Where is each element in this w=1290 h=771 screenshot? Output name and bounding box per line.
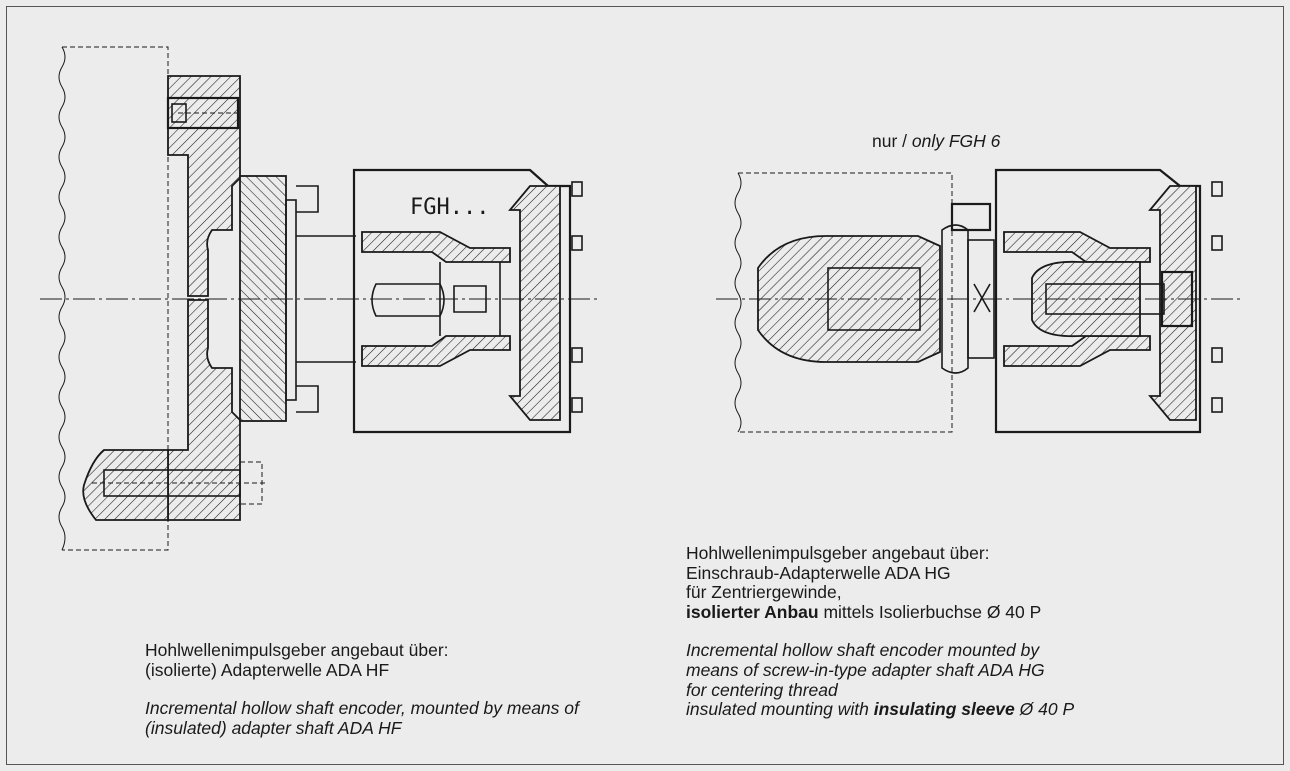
caption-right-en-2: means of screw-in-type adapter shaft ADA… <box>686 659 1045 680</box>
mounting-bolt-left <box>82 449 268 521</box>
adapter-shaft-left <box>296 235 356 363</box>
caption-right-de-1: Hohlwellenimpulsgeber angebaut über: <box>686 543 990 563</box>
caption-right-en-4: insulated mounting with insulating sleev… <box>686 699 1075 720</box>
right-assembly-view <box>716 168 1244 434</box>
caption-right-de-4: isolierter Anbau mittels Isolierbuchse Ø… <box>686 601 1042 622</box>
drawing-frame <box>6 6 1284 765</box>
motor-shaft-outline-right <box>734 172 953 433</box>
caption-left-en-1: Incremental hollow shaft encoder, mounte… <box>145 698 579 719</box>
caption-right-de-2: Einschraub-Adapterwelle ADA HG <box>686 562 951 583</box>
caption-left-en-2: (insulated) adapter shaft ADA HF <box>145 717 402 738</box>
caption-left-de-1: Hohlwellenimpulsgeber angebaut über: <box>145 640 449 660</box>
caption-left-de-2: (isolierte) Adapterwelle ADA HF <box>145 659 390 680</box>
caption-right-de-3: für Zentriergewinde, <box>686 582 842 603</box>
encoder-type-label: FGH... <box>410 195 489 220</box>
caption-right-en-3: for centering thread <box>686 679 838 700</box>
encoder-housing-right <box>994 168 1202 434</box>
adapter-collar-left <box>285 199 297 401</box>
caption-right: Hohlwellenimpulsgeber angebaut über: Ein… <box>686 543 1075 720</box>
encoder-housing-left <box>352 168 572 434</box>
left-assembly-view <box>40 46 600 551</box>
encoder-cover-screws <box>571 181 1223 413</box>
small-screws-left <box>296 185 319 413</box>
adapter-flange-left <box>166 75 241 521</box>
motor-shaft-outline-left <box>58 46 169 551</box>
only-fgh6-note: nur / only FGH 6 <box>872 131 1001 151</box>
caption-right-en-1: Incremental hollow shaft encoder mounted… <box>686 640 1040 661</box>
caption-left: Hohlwellenimpulsgeber angebaut über: (is… <box>145 640 579 738</box>
